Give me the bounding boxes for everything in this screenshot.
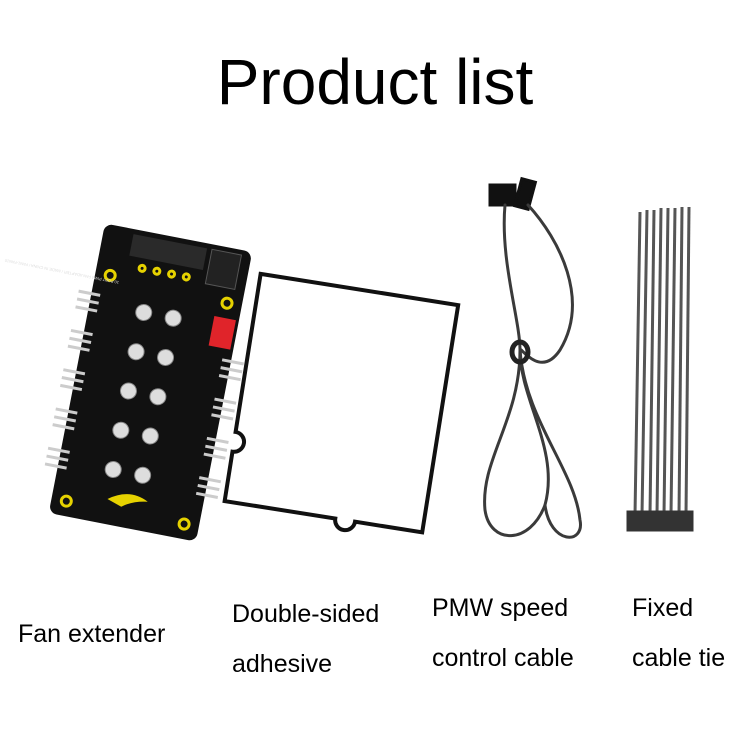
- label-tie-line1: Fixed: [632, 594, 694, 622]
- adhesive-image: [222, 271, 461, 535]
- label-fan-extender: Fan extender: [18, 620, 166, 648]
- label-adhesive-line1: Double-sided: [232, 600, 380, 628]
- label-adhesive-line2: adhesive: [232, 650, 333, 678]
- speed-cable-image: [483, 176, 582, 539]
- page-title: Product list: [216, 46, 534, 118]
- label-cable-line1: PMW speed: [432, 594, 569, 622]
- cable-tie-image: [626, 206, 694, 532]
- label-cable-line2: control cable: [432, 644, 574, 672]
- fan-extender-image: 10 PORT PWM FAN ADAPTER / MADE IN CHINA …: [4, 224, 251, 541]
- label-tie-line2: cable tie: [632, 644, 726, 672]
